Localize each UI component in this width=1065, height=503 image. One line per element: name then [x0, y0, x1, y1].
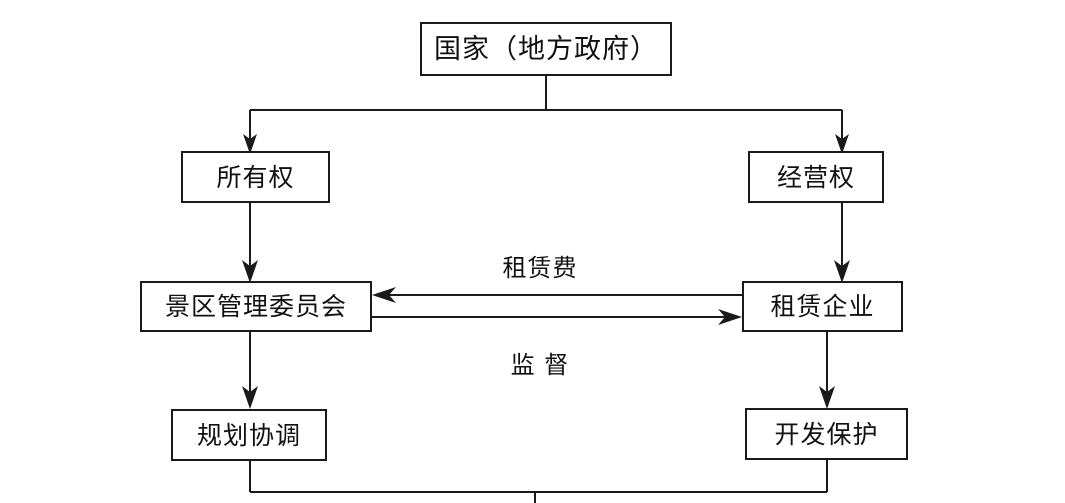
edge-label-rental-fee: 租赁费	[440, 248, 640, 283]
node-planning-coordination-label: 规划协调	[196, 420, 301, 450]
node-committee[interactable]: 景区管理委员会	[140, 281, 372, 332]
arrowhead-development	[819, 386, 835, 409]
node-management-right-label: 经营权	[776, 162, 855, 192]
arrowhead-leasing-enterprise	[834, 260, 850, 283]
node-leasing-enterprise-label: 租赁企业	[770, 292, 875, 321]
node-management-right[interactable]: 经营权	[748, 151, 884, 203]
node-state[interactable]: 国家（地方政府）	[420, 22, 672, 76]
node-ownership[interactable]: 所有权	[181, 151, 330, 203]
arrowhead-committee	[242, 260, 258, 283]
node-planning-coordination[interactable]: 规划协调	[171, 409, 327, 461]
arrowhead-supervision	[718, 309, 742, 325]
node-committee-label: 景区管理委员会	[164, 292, 347, 321]
edge-label-rental-fee-text: 租赁费	[502, 254, 578, 282]
node-leasing-enterprise[interactable]: 租赁企业	[742, 281, 903, 332]
arrowhead-planning	[242, 386, 258, 409]
node-development-protection[interactable]: 开发保护	[745, 408, 908, 460]
arrowhead-rental-fee	[372, 287, 396, 303]
edge-label-supervision-text: 监 督	[510, 351, 570, 379]
edge-label-supervision: 监 督	[440, 345, 640, 380]
node-state-label: 国家（地方政府）	[434, 33, 658, 65]
node-ownership-label: 所有权	[216, 162, 295, 192]
node-development-protection-label: 开发保护	[774, 419, 879, 449]
